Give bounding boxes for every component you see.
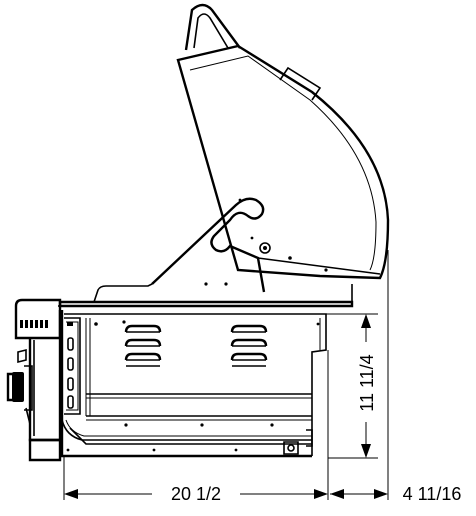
width-dimension-label: 20 1/2 [171,484,221,504]
firebox-body [60,310,327,458]
side-shelf [58,283,354,308]
grill-lid [176,3,390,280]
lid-hinge-plate [151,197,266,293]
vent-louvers-right [230,324,268,367]
height-dimension-label: 11 11/4 [357,354,377,411]
dimension-lines [63,250,389,500]
control-panel [6,298,62,462]
offset-dimension-label: 4 11/16 [403,484,462,504]
vent-louvers-left [124,324,162,367]
